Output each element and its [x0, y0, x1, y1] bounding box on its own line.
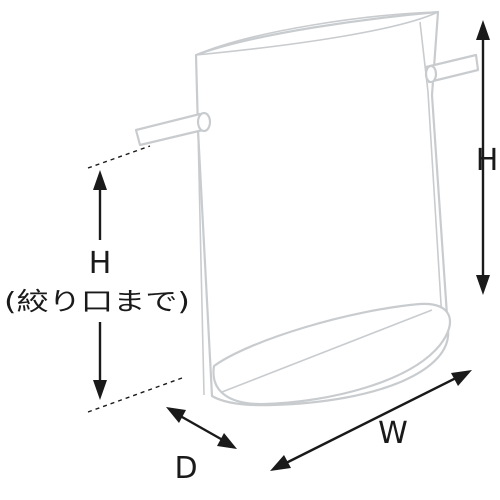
bag-right-fold — [419, 21, 443, 321]
height-right-label: H — [476, 143, 499, 178]
depth-line — [174, 411, 229, 445]
bag-left-fold — [197, 129, 205, 396]
bag-illustration — [134, 10, 480, 407]
height-left-guide-bottom — [87, 377, 183, 413]
height-left-note: (絞り口まで) — [4, 287, 190, 316]
depth-arrow-top — [166, 407, 186, 423]
width-line — [279, 373, 463, 468]
height-right-arrow-bottom — [476, 275, 490, 295]
width-label: W — [378, 416, 408, 451]
height-dimension-left: H (絞り口まで) — [4, 145, 190, 413]
height-left-guide-top — [87, 145, 151, 169]
width-arrow-right — [451, 370, 472, 386]
height-right-arrow-top — [476, 20, 490, 40]
bag-top-opening — [195, 11, 439, 56]
drawstring-right-knot — [424, 64, 438, 84]
height-left-arrow-bottom — [93, 380, 107, 400]
depth-dimension: D — [166, 407, 237, 486]
depth-arrow-bottom — [217, 433, 237, 449]
depth-label: D — [174, 451, 197, 486]
height-left-arrow-top — [93, 170, 107, 190]
drawstring-left — [134, 112, 205, 147]
width-arrow-left — [270, 455, 291, 471]
bag-body — [194, 10, 450, 407]
bag-bottom-crease — [221, 309, 433, 393]
bag-bottom-gusset — [212, 302, 452, 406]
width-dimension: W — [270, 370, 472, 471]
drawstring-left-knot — [196, 111, 212, 133]
height-dimension-right: H — [476, 20, 499, 295]
height-left-label: H — [89, 246, 112, 281]
